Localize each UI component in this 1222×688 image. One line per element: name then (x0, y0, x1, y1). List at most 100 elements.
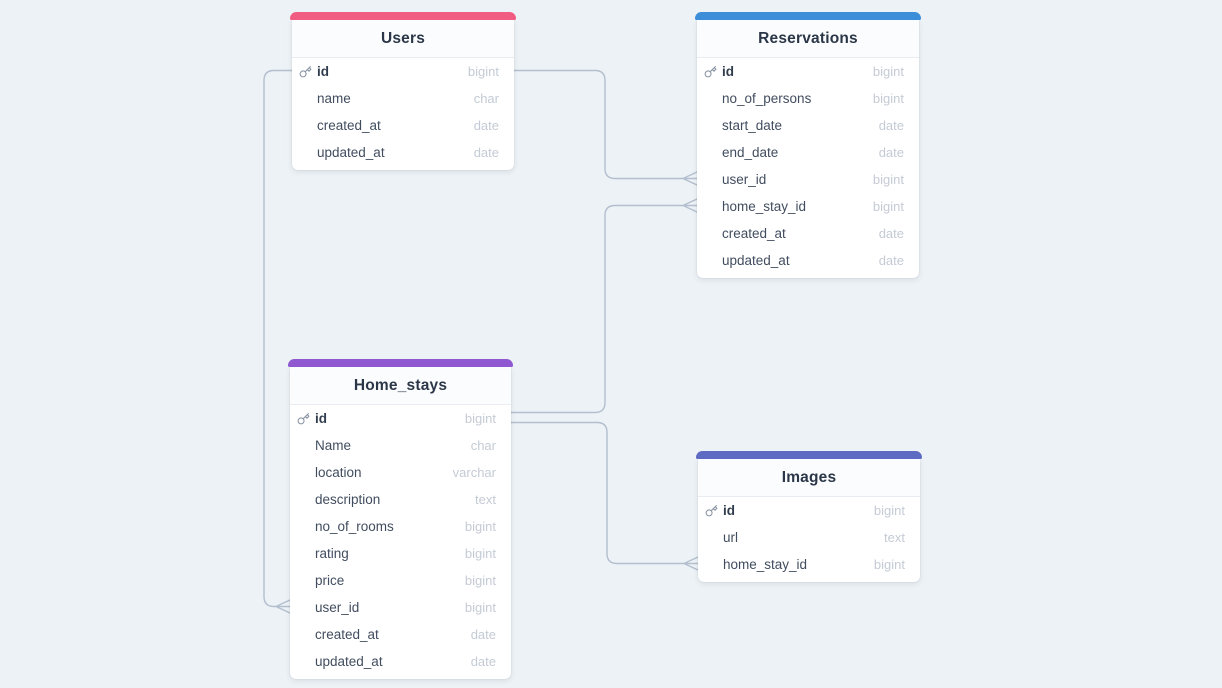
column-row[interactable]: updated_at date (697, 247, 919, 274)
column-name: description (315, 492, 381, 507)
column-type: date (470, 654, 496, 669)
column-type: bigint (464, 411, 496, 426)
column-type: bigint (464, 519, 496, 534)
column-type: bigint (467, 64, 499, 79)
column-row[interactable]: end_date date (697, 139, 919, 166)
column-type: bigint (872, 172, 904, 187)
column-type: bigint (464, 546, 496, 561)
column-row[interactable]: rating bigint (290, 540, 511, 567)
column-name: updated_at (722, 253, 790, 268)
column-name: id (723, 503, 735, 518)
column-type: bigint (464, 600, 496, 615)
column-row[interactable]: price bigint (290, 567, 511, 594)
column-type: date (473, 118, 499, 133)
column-name: no_of_rooms (315, 519, 394, 534)
column-row[interactable]: description text (290, 486, 511, 513)
column-name: id (317, 64, 329, 79)
column-type: date (878, 253, 904, 268)
column-type: char (470, 438, 496, 453)
column-row[interactable]: location varchar (290, 459, 511, 486)
column-name: price (315, 573, 345, 588)
column-type: text (884, 530, 905, 545)
column-row[interactable]: start_date date (697, 112, 919, 139)
column-type: bigint (873, 557, 905, 572)
column-name: updated_at (315, 654, 383, 669)
column-name: created_at (315, 627, 379, 642)
column-type: bigint (872, 64, 904, 79)
column-name: updated_at (317, 145, 385, 160)
column-type: date (878, 145, 904, 160)
column-name: created_at (722, 226, 786, 241)
table-accent-bar (290, 12, 516, 20)
column-name: end_date (722, 145, 779, 160)
column-row[interactable]: user_id bigint (697, 166, 919, 193)
table-title[interactable]: Reservations (697, 20, 919, 58)
column-type: bigint (873, 503, 905, 518)
column-type: bigint (872, 91, 904, 106)
column-row[interactable]: id bigint (292, 58, 514, 85)
table-title[interactable]: Users (292, 20, 514, 58)
table-accent-bar (696, 451, 922, 459)
column-name: url (723, 530, 739, 545)
column-name: home_stay_id (723, 557, 808, 572)
primary-key-icon (704, 65, 717, 78)
table-title[interactable]: Home_stays (290, 367, 511, 405)
column-type: varchar (452, 465, 496, 480)
column-name: created_at (317, 118, 381, 133)
relationship-line-home_stays-images[interactable] (510, 421, 699, 571)
primary-key-icon (705, 504, 718, 517)
primary-key-icon (297, 412, 310, 425)
relationship-line-users-reservations[interactable] (513, 69, 698, 186)
column-row[interactable]: Name char (290, 432, 511, 459)
table-accent-bar (695, 12, 921, 20)
column-type: date (878, 118, 904, 133)
table-body: Images id bigint url text home_stay_id bigint (698, 459, 920, 582)
column-row[interactable]: id bigint (697, 58, 919, 85)
column-row[interactable]: updated_at date (292, 139, 514, 166)
column-row[interactable]: no_of_persons bigint (697, 85, 919, 112)
column-row[interactable]: no_of_rooms bigint (290, 513, 511, 540)
column-row[interactable]: url text (698, 524, 920, 551)
column-row[interactable]: created_at date (292, 112, 514, 139)
column-name: user_id (722, 172, 767, 187)
column-name: location (315, 465, 362, 480)
column-name: rating (315, 546, 349, 561)
column-row[interactable]: id bigint (290, 405, 511, 432)
column-name: Name (315, 438, 352, 453)
column-name: name (317, 91, 351, 106)
primary-key-icon (299, 65, 312, 78)
relationship-line-users-home_stays[interactable] (263, 69, 293, 614)
table-card-images[interactable]: Images id bigint url text home_stay_id bigint (696, 451, 922, 582)
column-name: id (315, 411, 327, 426)
column-name: home_stay_id (722, 199, 807, 214)
column-row[interactable]: created_at date (697, 220, 919, 247)
column-type: date (470, 627, 496, 642)
column-type: date (878, 226, 904, 241)
column-type: date (473, 145, 499, 160)
column-row[interactable]: id bigint (698, 497, 920, 524)
table-accent-bar (288, 359, 513, 367)
column-row[interactable]: name char (292, 85, 514, 112)
column-row[interactable]: updated_at date (290, 648, 511, 675)
column-row[interactable]: created_at date (290, 621, 511, 648)
column-type: char (473, 91, 499, 106)
relationship-line-home_stays-reservations[interactable] (510, 198, 698, 414)
column-row[interactable]: home_stay_id bigint (698, 551, 920, 578)
table-title[interactable]: Images (698, 459, 920, 497)
column-name: id (722, 64, 734, 79)
column-name: start_date (722, 118, 783, 133)
column-type: bigint (464, 573, 496, 588)
column-name: no_of_persons (722, 91, 812, 106)
column-type: text (475, 492, 496, 507)
